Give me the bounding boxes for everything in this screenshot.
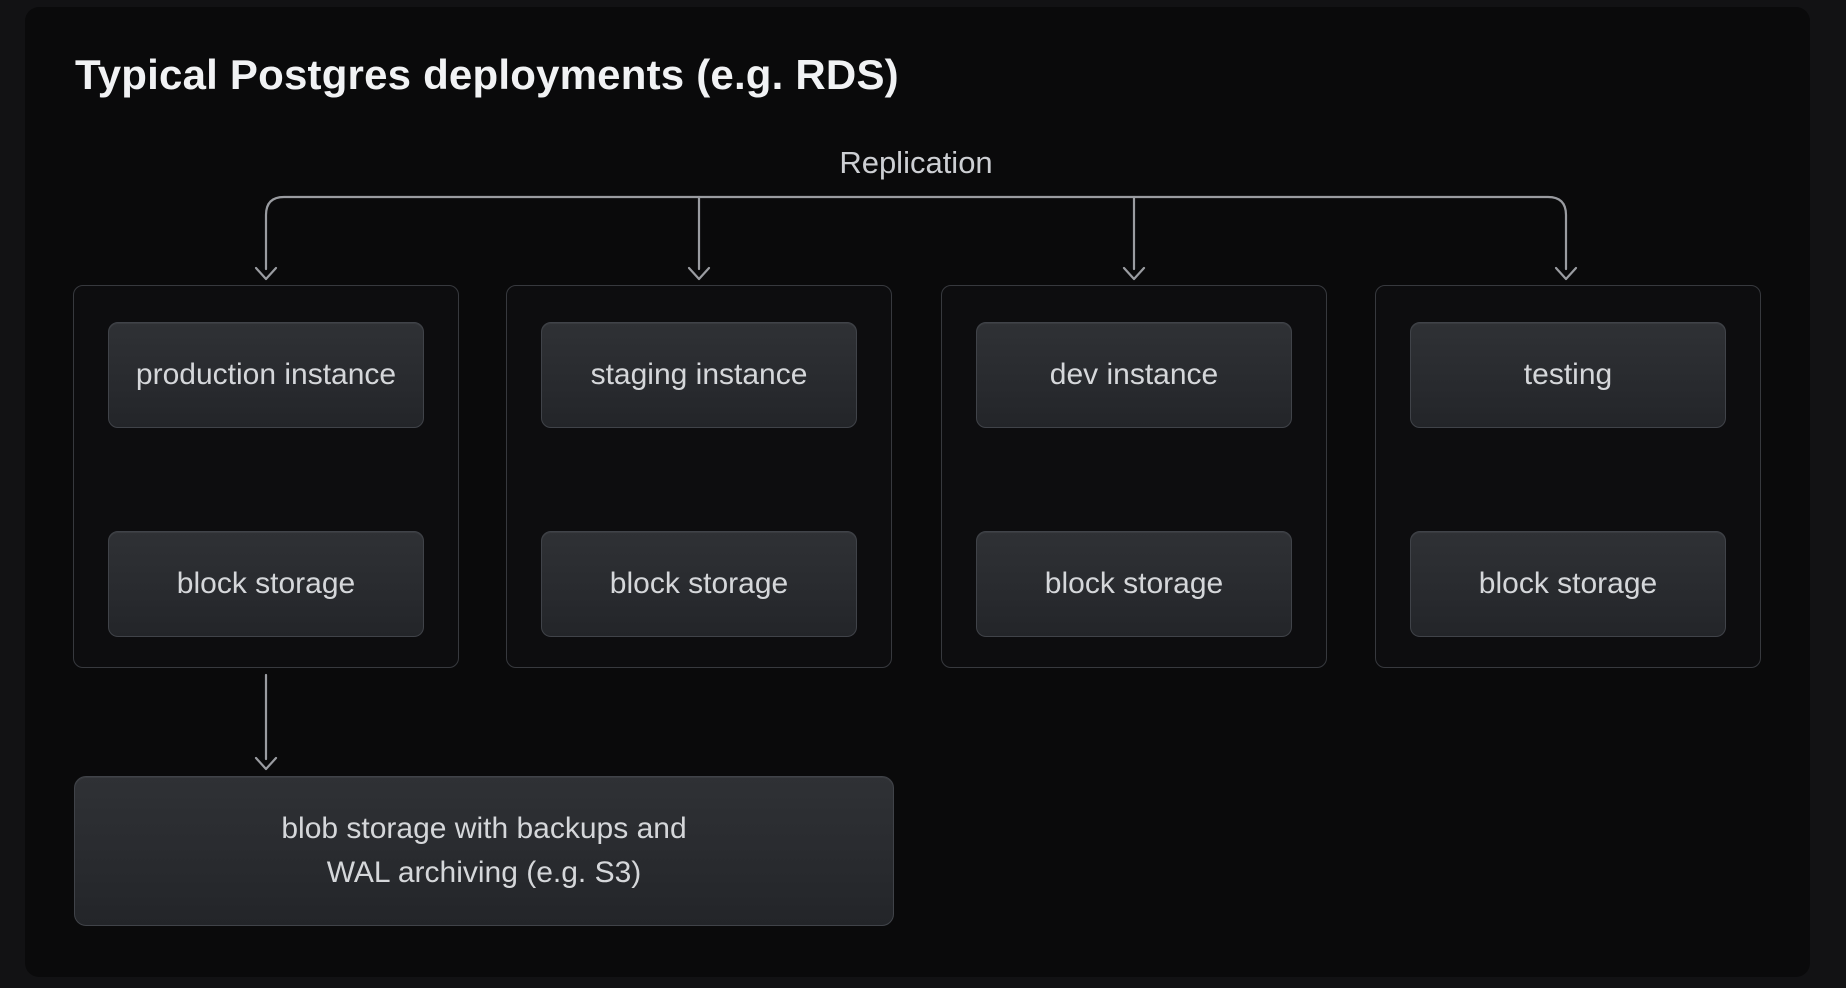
arrow-down-icon bbox=[687, 266, 711, 281]
backup-arrow-icon bbox=[254, 673, 278, 771]
instance-node: staging instance bbox=[541, 322, 857, 428]
deployment-group-production: production instance block storage bbox=[73, 285, 459, 668]
replication-connector bbox=[254, 195, 1578, 281]
arrow-down-icon bbox=[1122, 266, 1146, 281]
diagram-canvas: Typical Postgres deployments (e.g. RDS) … bbox=[25, 7, 1810, 977]
deployment-group-staging: staging instance block storage bbox=[506, 285, 892, 668]
replication-label: Replication bbox=[839, 145, 993, 180]
block-storage-node: block storage bbox=[541, 531, 857, 637]
deployment-group-testing: testing block storage bbox=[1375, 285, 1761, 668]
arrow-down-icon bbox=[254, 266, 278, 281]
instance-node: production instance bbox=[108, 322, 424, 428]
blob-storage-line-2: WAL archiving (e.g. S3) bbox=[326, 856, 642, 889]
blob-storage-node: blob storage with backups and WAL archiv… bbox=[74, 776, 894, 926]
instance-node: testing bbox=[1410, 322, 1726, 428]
deployment-group-dev: dev instance block storage bbox=[941, 285, 1327, 668]
block-storage-node: block storage bbox=[1410, 531, 1726, 637]
blob-storage-line-1: blob storage with backups and bbox=[281, 812, 687, 845]
instance-node: dev instance bbox=[976, 322, 1292, 428]
block-storage-node: block storage bbox=[108, 531, 424, 637]
page-title: Typical Postgres deployments (e.g. RDS) bbox=[75, 51, 899, 98]
block-storage-node: block storage bbox=[976, 531, 1292, 637]
arrow-down-icon bbox=[1554, 266, 1578, 281]
